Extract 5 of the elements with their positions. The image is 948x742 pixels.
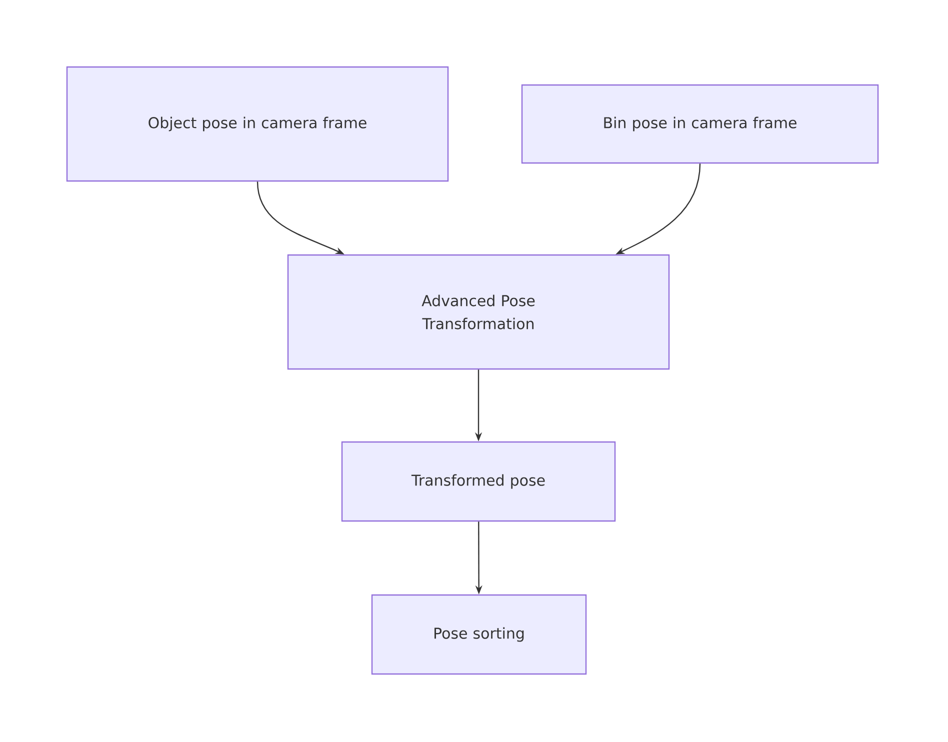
process-box: Advanced Pose Transformation	[287, 254, 670, 370]
process-box: Transformed pose	[341, 441, 616, 522]
process-box: Pose sorting	[371, 594, 587, 675]
process-box: Object pose in camera frame	[66, 66, 449, 182]
process-box: Bin pose in camera frame	[521, 84, 879, 164]
